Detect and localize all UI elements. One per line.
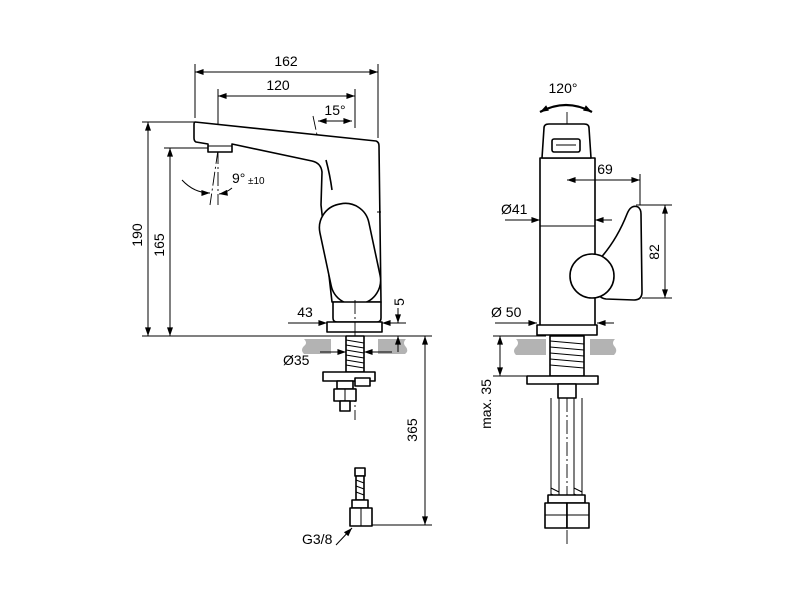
dimension-label-diameter-41: Ø41 <box>501 201 528 217</box>
swivel-arrow <box>539 103 593 113</box>
faucet-side-body <box>193 121 383 333</box>
dimension-hose-length: 365 <box>372 336 432 526</box>
dimension-label-120: 120 <box>266 77 290 93</box>
dimension-body-diameter: Ø41 <box>501 201 612 223</box>
dimension-base-height: 5 <box>382 298 407 352</box>
thread-callout: G3/8 <box>302 527 353 547</box>
dimension-jet-angle: 9° ±10 <box>181 149 265 206</box>
hose-ring-lines <box>550 487 583 499</box>
mounting-hardware-front <box>526 335 599 529</box>
hose-end-cap <box>354 467 366 477</box>
dimension-handle-height: 82 <box>636 204 672 299</box>
dimension-overall-height: 190 <box>129 121 195 336</box>
dimension-hole-diameter: Ø35 <box>283 349 392 368</box>
mounting-hardware-side <box>322 300 376 420</box>
dimension-swivel-angle: 120° <box>539 80 593 113</box>
front-fixing-stud <box>557 383 577 399</box>
flexible-hoses <box>550 398 583 499</box>
hose-end-fitting <box>349 467 373 527</box>
jet-inclined-axis <box>209 149 219 206</box>
dimension-label-diameter-50: Ø 50 <box>491 304 522 320</box>
dimension-overall-length: 162 <box>194 53 379 138</box>
dimension-label-190: 190 <box>129 223 145 247</box>
thread-label: G3/8 <box>302 531 333 547</box>
dimension-label-69: 69 <box>597 161 613 177</box>
leader-line <box>335 527 353 546</box>
thread-lines <box>549 340 585 369</box>
dimension-label-365: 365 <box>404 418 420 442</box>
countertop-section-left <box>302 339 331 354</box>
thread-lines <box>345 339 365 369</box>
dimension-label-162: 162 <box>274 53 298 69</box>
handle-hub <box>569 253 615 299</box>
base-rosette <box>326 321 383 333</box>
dimension-max-counter-thickness: max. 35 <box>478 336 527 429</box>
hose-nipple <box>339 400 351 412</box>
dimension-label-diameter-35: Ø35 <box>283 352 310 368</box>
front-base-rosette <box>536 324 598 336</box>
dimension-label-9-deg: 9° <box>232 170 245 186</box>
dimension-tolerance-label: ±10 <box>248 176 265 187</box>
front-view: 120° Ø41 69 8 <box>478 80 672 545</box>
dimension-label-165: 165 <box>151 233 167 257</box>
front-body <box>539 157 596 327</box>
dimension-label-max-35: max. 35 <box>478 379 494 429</box>
front-countertop-section-left <box>514 339 546 355</box>
dimension-label-120-deg: 120° <box>549 80 578 96</box>
dimension-spout-height: 165 <box>151 147 208 336</box>
dimension-label-5: 5 <box>391 298 407 306</box>
side-view: 162 120 15° 190 165 <box>129 53 432 547</box>
fixing-nut <box>354 377 371 387</box>
hose-connector <box>336 380 354 390</box>
dimension-label-15-deg: 15° <box>324 102 345 118</box>
dimension-label-82: 82 <box>646 244 662 260</box>
front-countertop-section-right <box>590 339 617 355</box>
angle-arc <box>218 187 233 196</box>
hose-collar <box>351 499 369 509</box>
hose-collars <box>547 494 586 504</box>
faucet-front-body <box>536 123 643 336</box>
dimension-label-43: 43 <box>297 304 313 320</box>
dimension-base-diameter: Ø 50 <box>491 304 614 326</box>
body-contour-line <box>325 159 333 191</box>
body-foot <box>332 301 382 323</box>
dimension-handle-reach: 69 <box>567 161 641 205</box>
front-fixing-plate <box>526 375 599 385</box>
hose-lines <box>355 479 365 496</box>
angle-arc <box>181 179 211 196</box>
